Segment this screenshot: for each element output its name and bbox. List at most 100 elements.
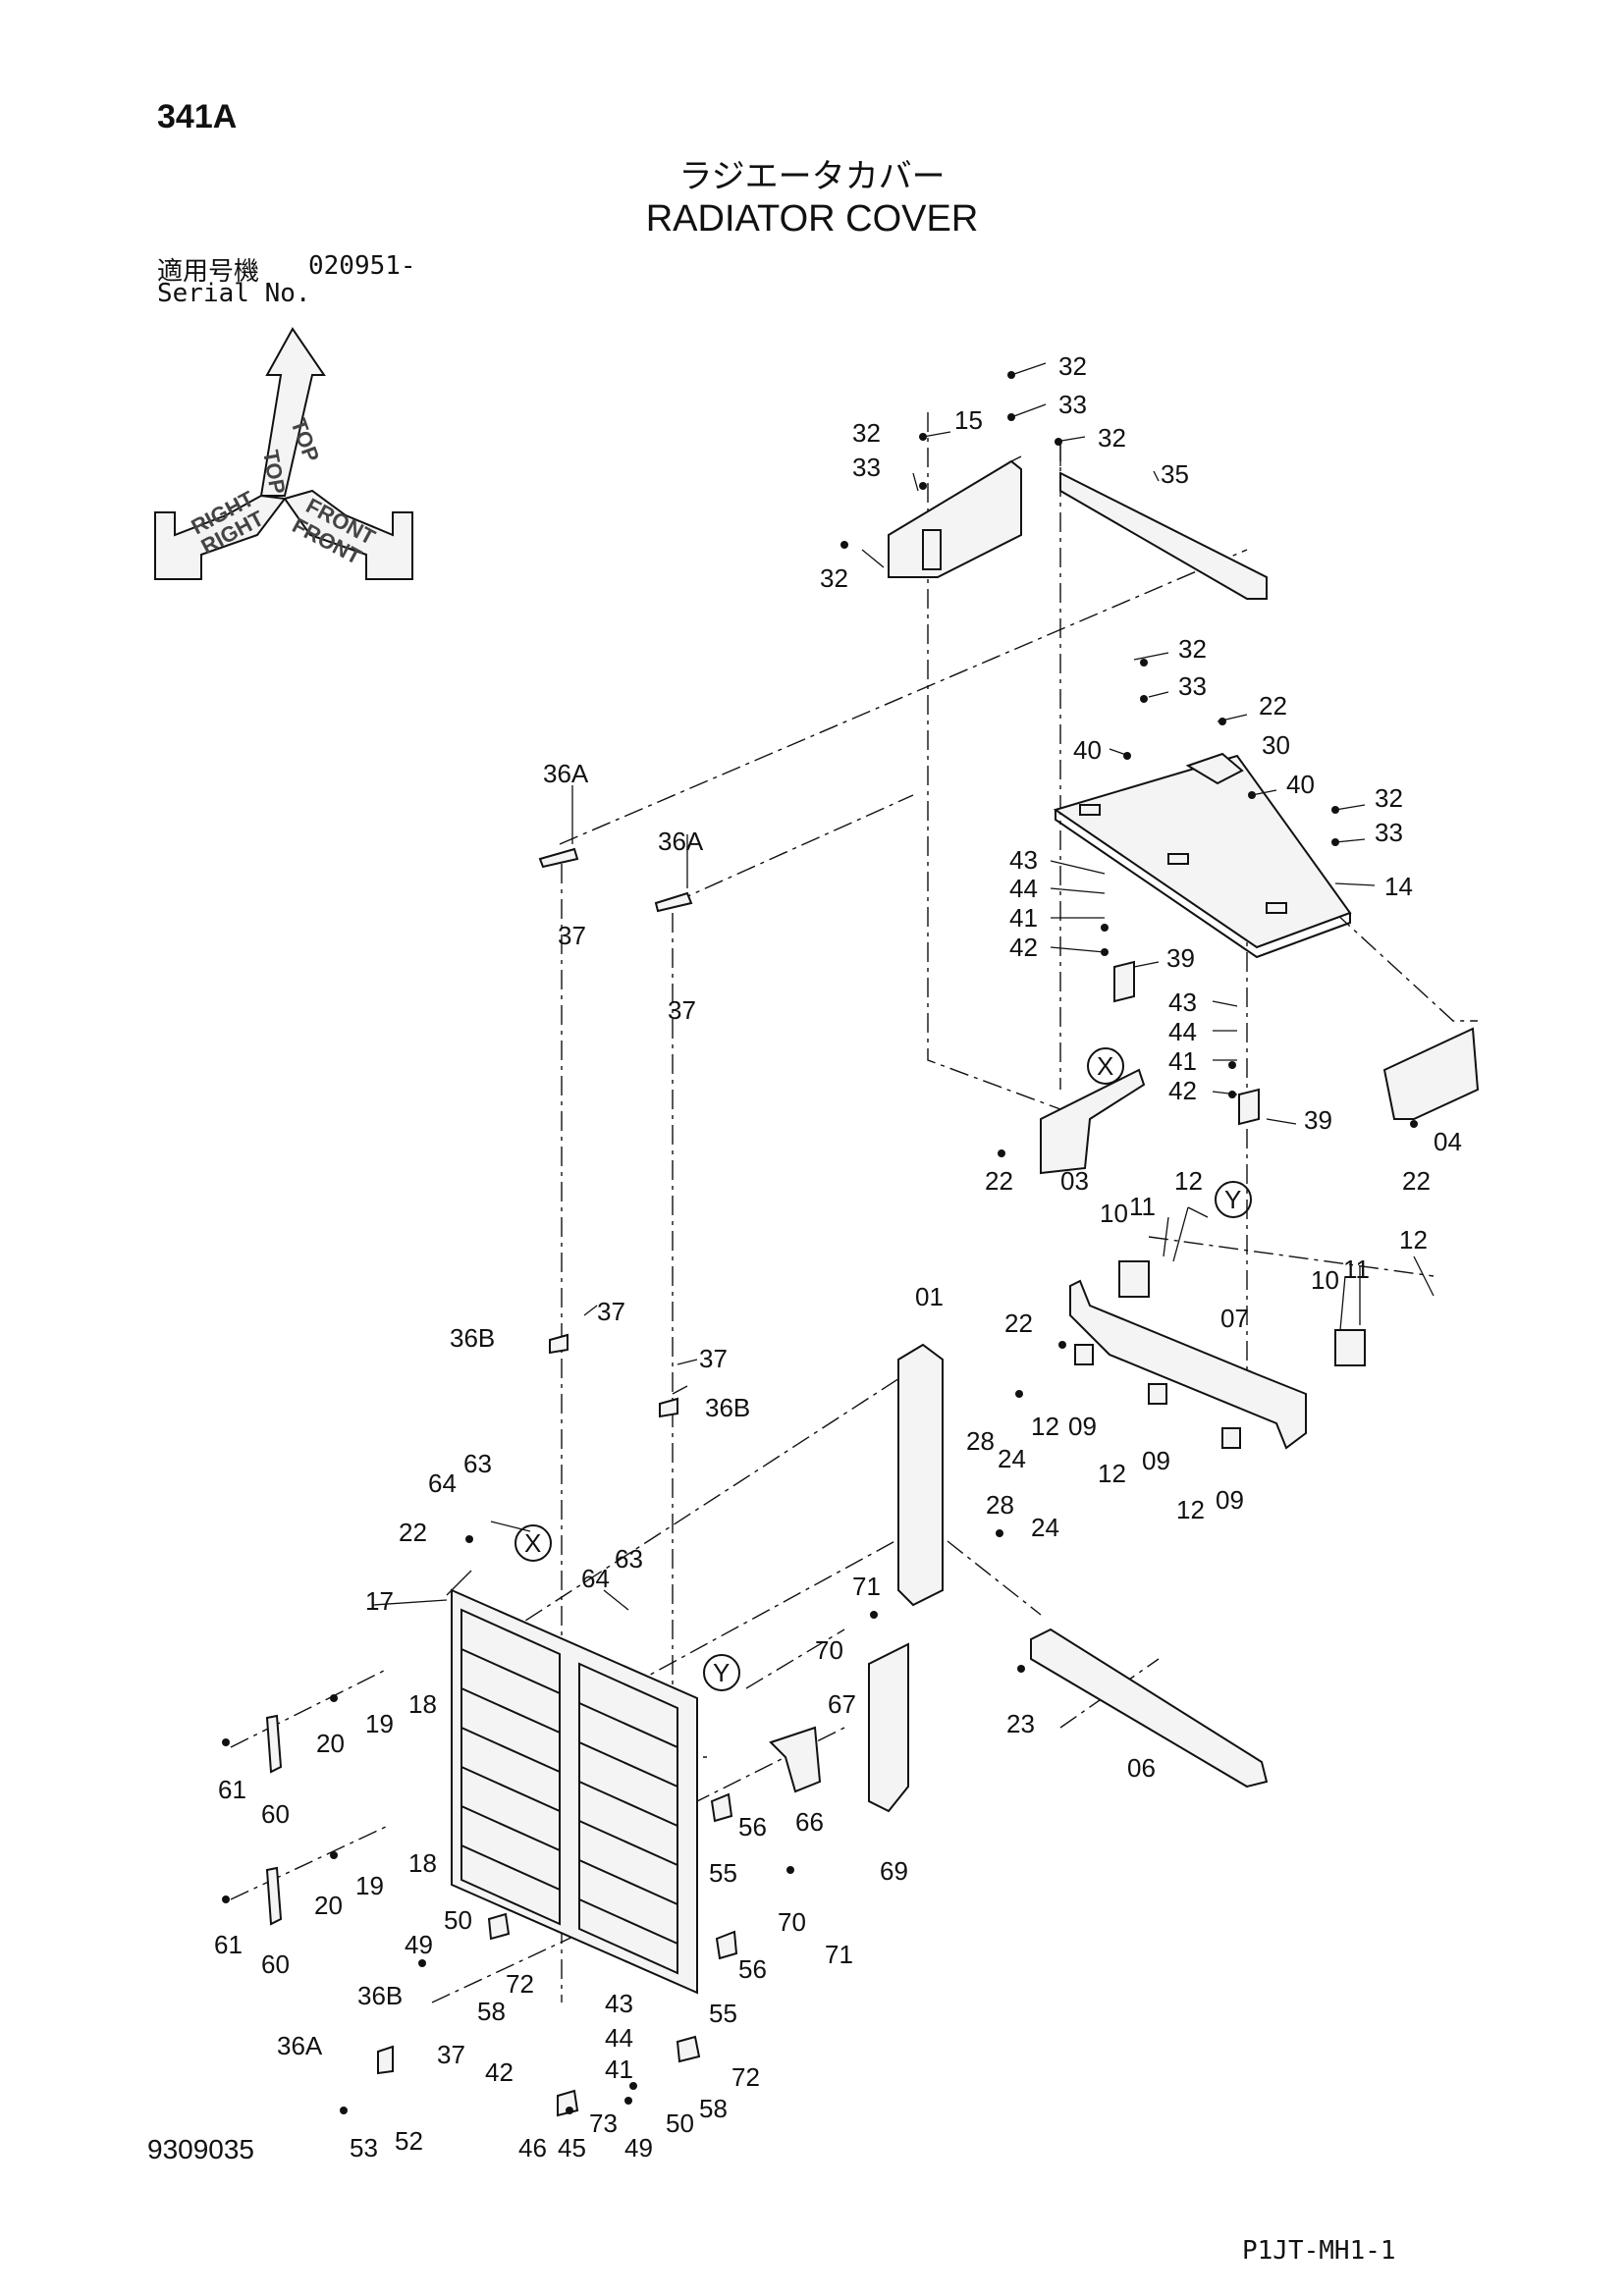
- callout-12: 12: [1399, 1225, 1428, 1255]
- callout-61: 61: [214, 1930, 243, 1959]
- part-39-brackets: [1113, 960, 1260, 1126]
- part-07-bracket: [1069, 1279, 1307, 1450]
- callout-06: 06: [1127, 1753, 1156, 1783]
- callout-18: 18: [408, 1848, 437, 1878]
- callout-37: 37: [699, 1344, 728, 1373]
- page-id: 341A: [157, 98, 238, 135]
- callout-24: 24: [998, 1444, 1026, 1473]
- callout-70: 70: [815, 1635, 843, 1665]
- callout-40: 40: [1073, 735, 1102, 765]
- part-15-bracket: [888, 459, 1022, 578]
- callout-67: 67: [828, 1689, 856, 1719]
- orientation-compass: TOP TOP RIGHT RIGHT FRONT FRONT: [154, 327, 413, 580]
- callout-22: 22: [1259, 691, 1287, 721]
- callout-42: 42: [485, 2057, 514, 2087]
- callout-43: 43: [1168, 988, 1197, 1017]
- callout-73: 73: [589, 2109, 618, 2138]
- title-english: RADIATOR COVER: [645, 198, 979, 240]
- top-arrow-icon: [259, 327, 326, 497]
- callout-69: 69: [880, 1856, 908, 1886]
- callout-18: 18: [408, 1689, 437, 1719]
- callout-01: 01: [915, 1282, 944, 1311]
- callout-64: 64: [581, 1564, 610, 1593]
- reference-marker-y-lower: Y: [703, 1654, 740, 1691]
- callout-09: 09: [1068, 1412, 1097, 1441]
- callout-36b: 36B: [357, 1981, 403, 2010]
- callout-33: 33: [1058, 390, 1087, 419]
- callout-32: 32: [1058, 351, 1087, 381]
- callout-72: 72: [506, 1969, 534, 1999]
- callout-32: 32: [852, 418, 881, 448]
- callout-43: 43: [1009, 845, 1038, 875]
- callout-10: 10: [1311, 1265, 1339, 1295]
- callout-49: 49: [624, 2133, 653, 2163]
- callout-17: 17: [365, 1586, 394, 1616]
- callout-32: 32: [820, 563, 848, 593]
- callout-28: 28: [986, 1490, 1014, 1520]
- callout-42: 42: [1168, 1076, 1197, 1105]
- callout-36a: 36A: [658, 827, 704, 856]
- callout-37: 37: [597, 1297, 625, 1326]
- callout-33: 33: [852, 453, 881, 482]
- callout-72: 72: [731, 2062, 760, 2092]
- callout-53: 53: [350, 2133, 378, 2163]
- callout-12: 12: [1176, 1495, 1205, 1524]
- callout-52: 52: [395, 2126, 423, 2156]
- callout-60: 60: [261, 1949, 290, 1979]
- part-60-guards: [265, 1714, 283, 1926]
- callout-58: 58: [477, 1997, 506, 2026]
- callout-12: 12: [1031, 1412, 1059, 1441]
- callout-22: 22: [985, 1166, 1013, 1196]
- callout-12: 12: [1098, 1459, 1126, 1488]
- callout-15: 15: [954, 405, 983, 435]
- part-03-plate: [1040, 1068, 1146, 1175]
- callout-45: 45: [558, 2133, 586, 2163]
- callout-30: 30: [1262, 730, 1290, 760]
- part-01-post: [897, 1343, 944, 1607]
- callout-70: 70: [778, 1907, 806, 1937]
- callout-33: 33: [1375, 818, 1403, 847]
- callout-61: 61: [218, 1775, 246, 1804]
- callout-56: 56: [738, 1812, 767, 1842]
- marker-y-label: Y: [1224, 1185, 1241, 1214]
- drawing-number: 9309035: [147, 2134, 255, 2164]
- callout-50: 50: [444, 1905, 472, 1935]
- callout-41: 41: [1009, 903, 1038, 933]
- callout-22: 22: [1004, 1308, 1033, 1338]
- callout-56: 56: [738, 1954, 767, 1984]
- callout-44: 44: [1168, 1017, 1197, 1046]
- callout-66: 66: [795, 1807, 824, 1837]
- part-04-plate: [1382, 1027, 1480, 1120]
- leader-lines: [372, 362, 1435, 1611]
- callout-11: 11: [1129, 1192, 1156, 1221]
- serial-range: 020951-: [308, 251, 416, 281]
- callout-04: 04: [1434, 1127, 1462, 1156]
- callout-10: 10: [1100, 1199, 1128, 1228]
- callout-64: 64: [428, 1468, 457, 1498]
- callout-39: 39: [1166, 943, 1195, 973]
- callout-09: 09: [1142, 1446, 1170, 1475]
- callout-41: 41: [605, 2055, 633, 2084]
- callout-42: 42: [1009, 933, 1038, 962]
- callout-41: 41: [1168, 1046, 1197, 1076]
- fastener-dots: [222, 371, 1418, 2114]
- callout-33: 33: [1178, 671, 1207, 701]
- callout-36b: 36B: [450, 1323, 495, 1353]
- callout-20: 20: [314, 1891, 343, 1920]
- callout-03: 03: [1060, 1166, 1089, 1196]
- reference-code: P1JT-MH1-1: [1242, 2236, 1396, 2266]
- callout-55: 55: [709, 1858, 737, 1888]
- callout-37: 37: [437, 2040, 465, 2069]
- reference-marker-x-lower: X: [514, 1524, 552, 1562]
- callout-49: 49: [405, 1930, 433, 1959]
- marker-x-label-2: X: [524, 1528, 541, 1558]
- callout-07: 07: [1220, 1304, 1249, 1333]
- callout-37: 37: [668, 995, 696, 1025]
- part-30-cover: [1185, 752, 1244, 785]
- callout-36a: 36A: [277, 2031, 323, 2060]
- callout-63: 63: [463, 1449, 492, 1478]
- callout-44: 44: [1009, 874, 1038, 903]
- callout-19: 19: [355, 1871, 384, 1900]
- callout-22: 22: [399, 1518, 427, 1547]
